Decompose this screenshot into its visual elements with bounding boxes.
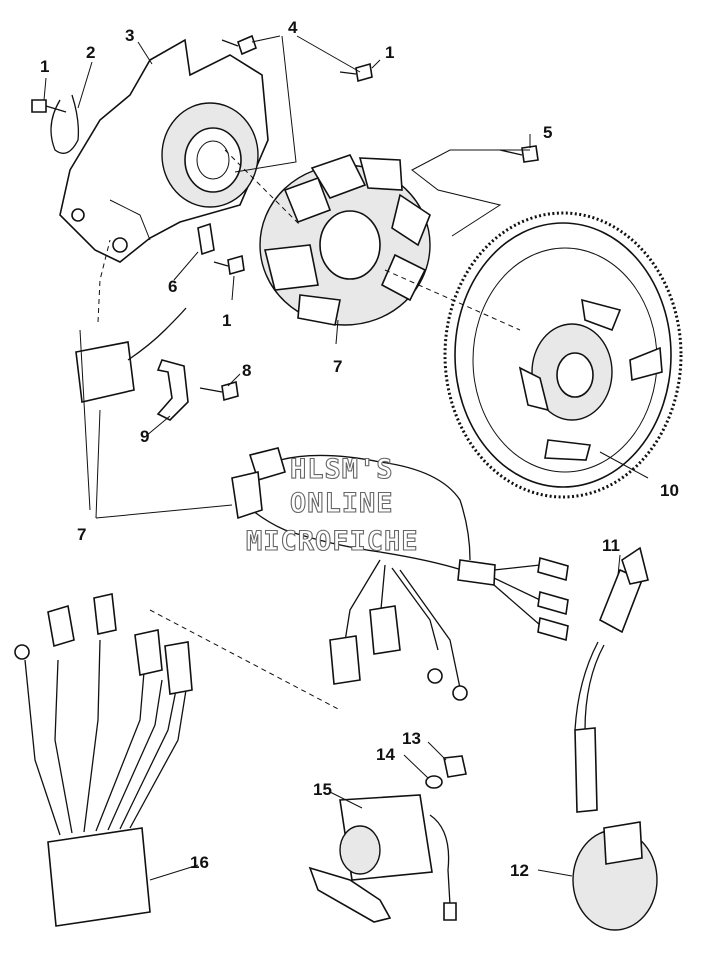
watermark-line-1: HLSM'S <box>290 454 394 485</box>
callout-6: 6 <box>168 277 177 296</box>
stator-part-7 <box>259 154 431 326</box>
bracket-part-9 <box>156 359 189 421</box>
callout-labels: 1 2 3 4 1 5 6 1 7 8 9 10 7 11 13 14 15 1… <box>40 18 679 880</box>
callout-11: 11 <box>602 536 620 555</box>
callout-1-mid: 1 <box>222 311 231 330</box>
wire-harness-part-7 <box>231 447 569 701</box>
callout-4: 4 <box>288 18 298 37</box>
callout-1-top: 1 <box>385 43 394 62</box>
bolt-part-8 <box>199 380 239 402</box>
flywheel-part-10 <box>443 211 683 499</box>
stator-plate-part-3 <box>59 38 269 263</box>
pickup-coil-part-7 <box>75 307 187 403</box>
ignition-coil-part-12 <box>572 641 658 931</box>
spark-plug-cap-part-11 <box>598 546 649 634</box>
cdi-module-part-16 <box>14 593 193 927</box>
bolt-part-1-mid <box>213 254 245 276</box>
callout-13: 13 <box>402 729 421 748</box>
callout-9: 9 <box>140 427 149 446</box>
callout-5: 5 <box>543 123 552 142</box>
callout-10: 10 <box>660 481 679 500</box>
callout-3: 3 <box>125 26 134 45</box>
bolt-part-1-top <box>339 62 373 83</box>
callout-15: 15 <box>313 780 332 799</box>
solenoid-part-15 <box>308 794 457 923</box>
watermark-line-2: ONLINE <box>290 488 394 519</box>
callout-8: 8 <box>242 361 251 380</box>
callout-16: 16 <box>190 853 209 872</box>
callout-14: 14 <box>376 745 395 764</box>
callout-7-harness: 7 <box>77 525 86 544</box>
nut-part-13 <box>443 755 467 778</box>
callout-2: 2 <box>86 43 95 62</box>
watermark-line-3: MICROFICHE <box>246 526 419 557</box>
pin-part-2 <box>50 94 80 154</box>
watermark: HLSM'S ONLINE MICROFICHE <box>245 453 419 557</box>
leader-lines <box>43 35 649 881</box>
washer-part-14 <box>425 775 443 789</box>
bolt-part-4 <box>221 34 257 56</box>
bolt-part-1-left <box>31 99 67 113</box>
callout-12: 12 <box>510 861 529 880</box>
clip-part-6 <box>197 222 215 256</box>
callout-7-stator: 7 <box>333 357 342 376</box>
callout-1-left: 1 <box>40 57 49 76</box>
bolt-part-5 <box>499 145 539 163</box>
